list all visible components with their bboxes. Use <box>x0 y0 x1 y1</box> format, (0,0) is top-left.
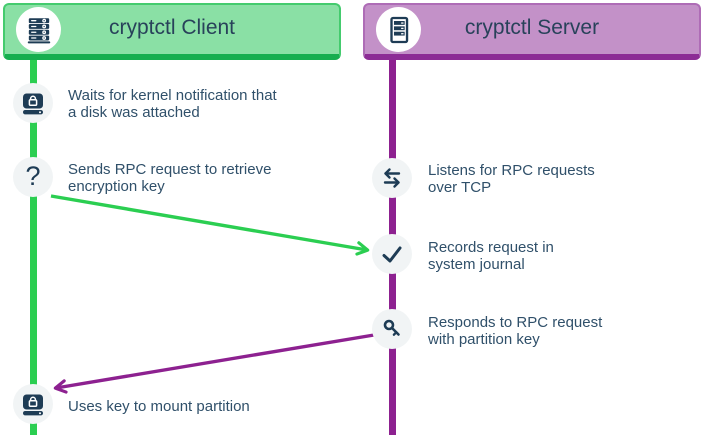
client-lifeline <box>30 57 37 435</box>
server-header: cryptctl Server <box>363 3 701 60</box>
step-text-responds-key: Responds to RPC request with partition k… <box>428 314 602 348</box>
step-line: Responds to RPC request <box>428 314 603 331</box>
step-text-mount-partition: Uses key to mount partition <box>68 398 250 415</box>
encrypted-disk-icon <box>23 394 43 416</box>
step-text-kernel-notification: Waits for kernel notification that a dis… <box>68 87 277 121</box>
step-text-listens-rpc: Listens for RPC requests over TCP <box>428 162 595 196</box>
client-title: cryptctl Client <box>108 16 236 39</box>
server-title: cryptctl Server <box>464 16 600 39</box>
swap-arrows-icon <box>383 168 401 188</box>
checkmark-icon <box>382 246 402 263</box>
step-line: Sends RPC request to retrieve <box>68 161 272 178</box>
client-header-badge <box>16 7 61 52</box>
step-text-sends-rpc: Sends RPC request to retrieve encryption… <box>68 161 271 195</box>
question-mark-icon: ? <box>25 160 41 191</box>
step-line: over TCP <box>428 179 492 196</box>
step-line: system journal <box>428 256 525 273</box>
server-header-badge <box>376 7 421 52</box>
step-line: a disk was attached <box>68 104 200 121</box>
step-line: Waits for kernel notification that <box>68 87 277 104</box>
client-question-node: ? <box>13 157 53 197</box>
encrypted-disk-icon <box>23 93 43 115</box>
key-icon <box>383 319 400 336</box>
step-line: Records request in <box>428 239 554 256</box>
rpc-request-arrow <box>50 194 370 256</box>
step-text-records-request: Records request in system journal <box>428 239 554 273</box>
server-rack-icon <box>27 17 50 43</box>
client-disk-attached-node <box>13 83 53 123</box>
server-tower-icon <box>389 16 408 43</box>
step-line: Listens for RPC requests <box>428 162 595 179</box>
client-mount-node <box>13 384 53 424</box>
step-line: Uses key to mount partition <box>68 398 250 415</box>
server-key-node <box>372 309 412 349</box>
rpc-response-arrow <box>53 333 375 394</box>
step-line: with partition key <box>428 331 540 348</box>
step-line: encryption key <box>68 178 165 195</box>
client-header: cryptctl Client <box>3 3 341 60</box>
server-check-node <box>372 234 412 274</box>
server-listen-node <box>372 158 412 198</box>
